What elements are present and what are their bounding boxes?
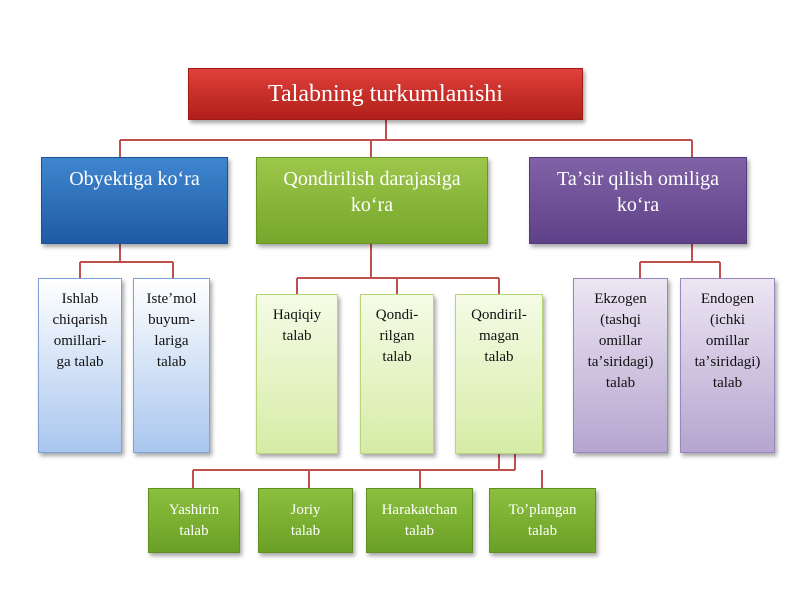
node-label: Endogen (ichki omillar taʼsiridagi) tala… xyxy=(694,291,761,391)
category-satisfaction: Qondirilish darajasiga koʻra xyxy=(256,157,488,244)
category-factor-label: Taʼsir qilish omiliga koʻra xyxy=(557,168,719,216)
node-hidden-demand: Yashirin talab xyxy=(148,488,240,553)
node-endogenous-demand: Endogen (ichki omillar taʼsiridagi) tala… xyxy=(680,278,775,453)
node-label: Harakatchan talab xyxy=(381,501,458,539)
connector-root-bus xyxy=(119,120,693,157)
node-satisfied-demand: Qondi- rilgan talab xyxy=(360,294,434,454)
category-object: Obyektiga koʻra xyxy=(41,157,228,244)
node-actual-demand: Haqiqiy talab xyxy=(256,294,338,454)
root-node: Talabning turkumlanishi xyxy=(188,68,583,120)
node-unsatisfied-demand: Qondiril- magan talab xyxy=(455,294,543,454)
node-label: Yashirin talab xyxy=(168,501,220,539)
connector-unsatisfied-bus xyxy=(192,454,543,488)
node-label: Joriy talab xyxy=(290,501,321,539)
node-label: Qondi- rilgan talab xyxy=(375,307,419,365)
category-satisfaction-label: Qondirilish darajasiga koʻra xyxy=(283,168,461,216)
node-label: Isteʼmol buyum- lariga talab xyxy=(146,291,197,370)
node-label: Qondiril- magan talab xyxy=(471,307,527,365)
category-object-label: Obyektiga koʻra xyxy=(69,168,200,190)
category-factor: Taʼsir qilish omiliga koʻra xyxy=(529,157,747,244)
node-accumulated-demand: Toʼplangan talab xyxy=(489,488,596,553)
node-exogenous-demand: Ekzogen (tashqi omillar taʼsiridagi) tal… xyxy=(573,278,668,453)
root-label: Talabning turkumlanishi xyxy=(268,80,503,107)
node-mobile-demand: Harakatchan talab xyxy=(366,488,473,553)
node-label: Toʼplangan talab xyxy=(508,501,577,539)
node-production-factors-demand: Ishlab chiqarish omillari- ga talab xyxy=(38,278,122,453)
node-label: Ekzogen (tashqi omillar taʼsiridagi) tal… xyxy=(587,291,654,391)
connector-factor-bus xyxy=(639,244,721,278)
node-label: Haqiqiy talab xyxy=(272,307,322,344)
node-label: Ishlab chiqarish omillari- ga talab xyxy=(52,291,108,370)
node-current-demand: Joriy talab xyxy=(258,488,353,553)
connector-satisfaction-bus xyxy=(296,244,500,294)
node-consumer-goods-demand: Isteʼmol buyum- lariga talab xyxy=(133,278,210,453)
connector-object-bus xyxy=(79,244,174,278)
